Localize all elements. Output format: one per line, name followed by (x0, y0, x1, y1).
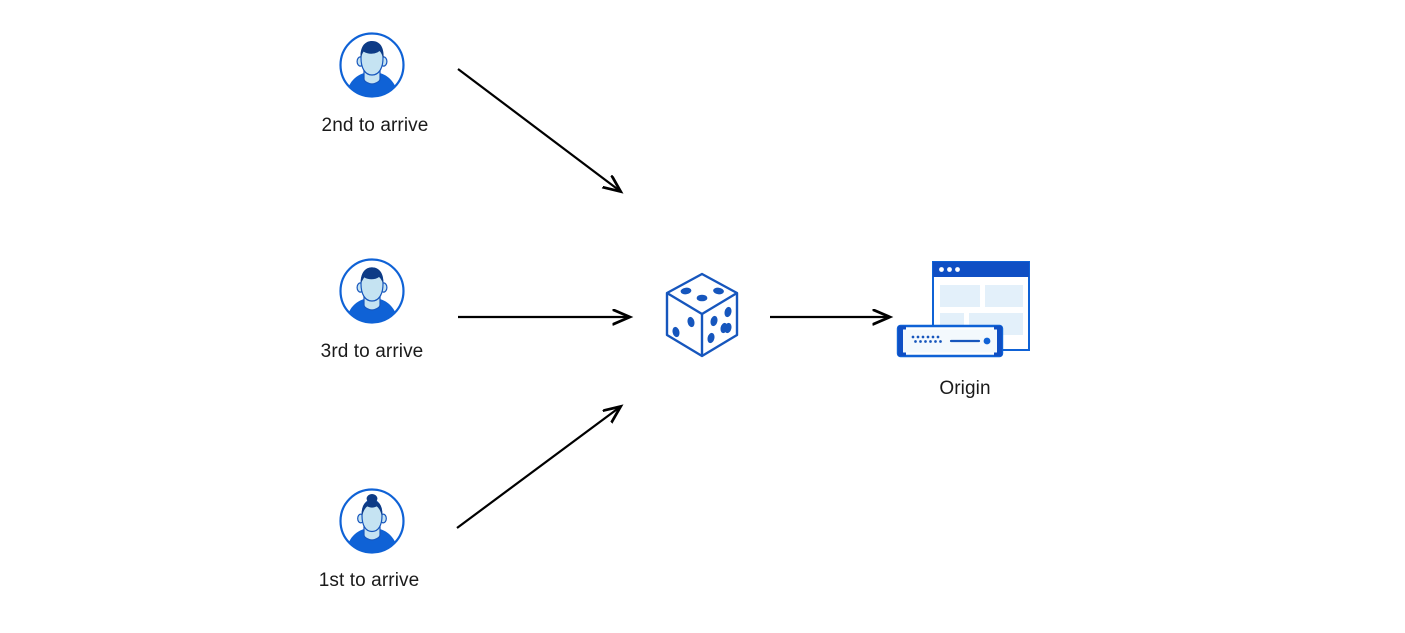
user-avatar-icon (339, 32, 405, 98)
node-origin-server[interactable] (893, 256, 1038, 366)
server-vent-dots (911, 335, 942, 343)
label-client-3rd: 3rd to arrive (320, 341, 424, 362)
dice-left-pips (672, 316, 695, 338)
dice-right-pips (707, 306, 732, 344)
label-client-2nd: 2nd to arrive (321, 115, 429, 136)
browser-window-icon (932, 261, 1030, 351)
rack-server-icon (896, 324, 1004, 358)
user-avatar-icon (339, 258, 405, 324)
arrow-2nd-to-dice (457, 68, 620, 191)
label-origin-server: Origin (939, 378, 991, 399)
node-randomizer[interactable] (661, 270, 743, 364)
origin-server-icon (896, 261, 1030, 358)
browser-content-blocks (940, 285, 1023, 335)
node-client-1st[interactable] (337, 486, 407, 556)
label-client-1st: 1st to arrive (318, 570, 420, 591)
node-client-3rd[interactable] (337, 256, 407, 326)
node-client-2nd[interactable] (337, 30, 407, 100)
dice-top-pips (680, 287, 724, 302)
arrow-1st-to-dice (456, 407, 620, 529)
dice-icon (665, 272, 739, 358)
user-avatar-icon (339, 488, 405, 554)
